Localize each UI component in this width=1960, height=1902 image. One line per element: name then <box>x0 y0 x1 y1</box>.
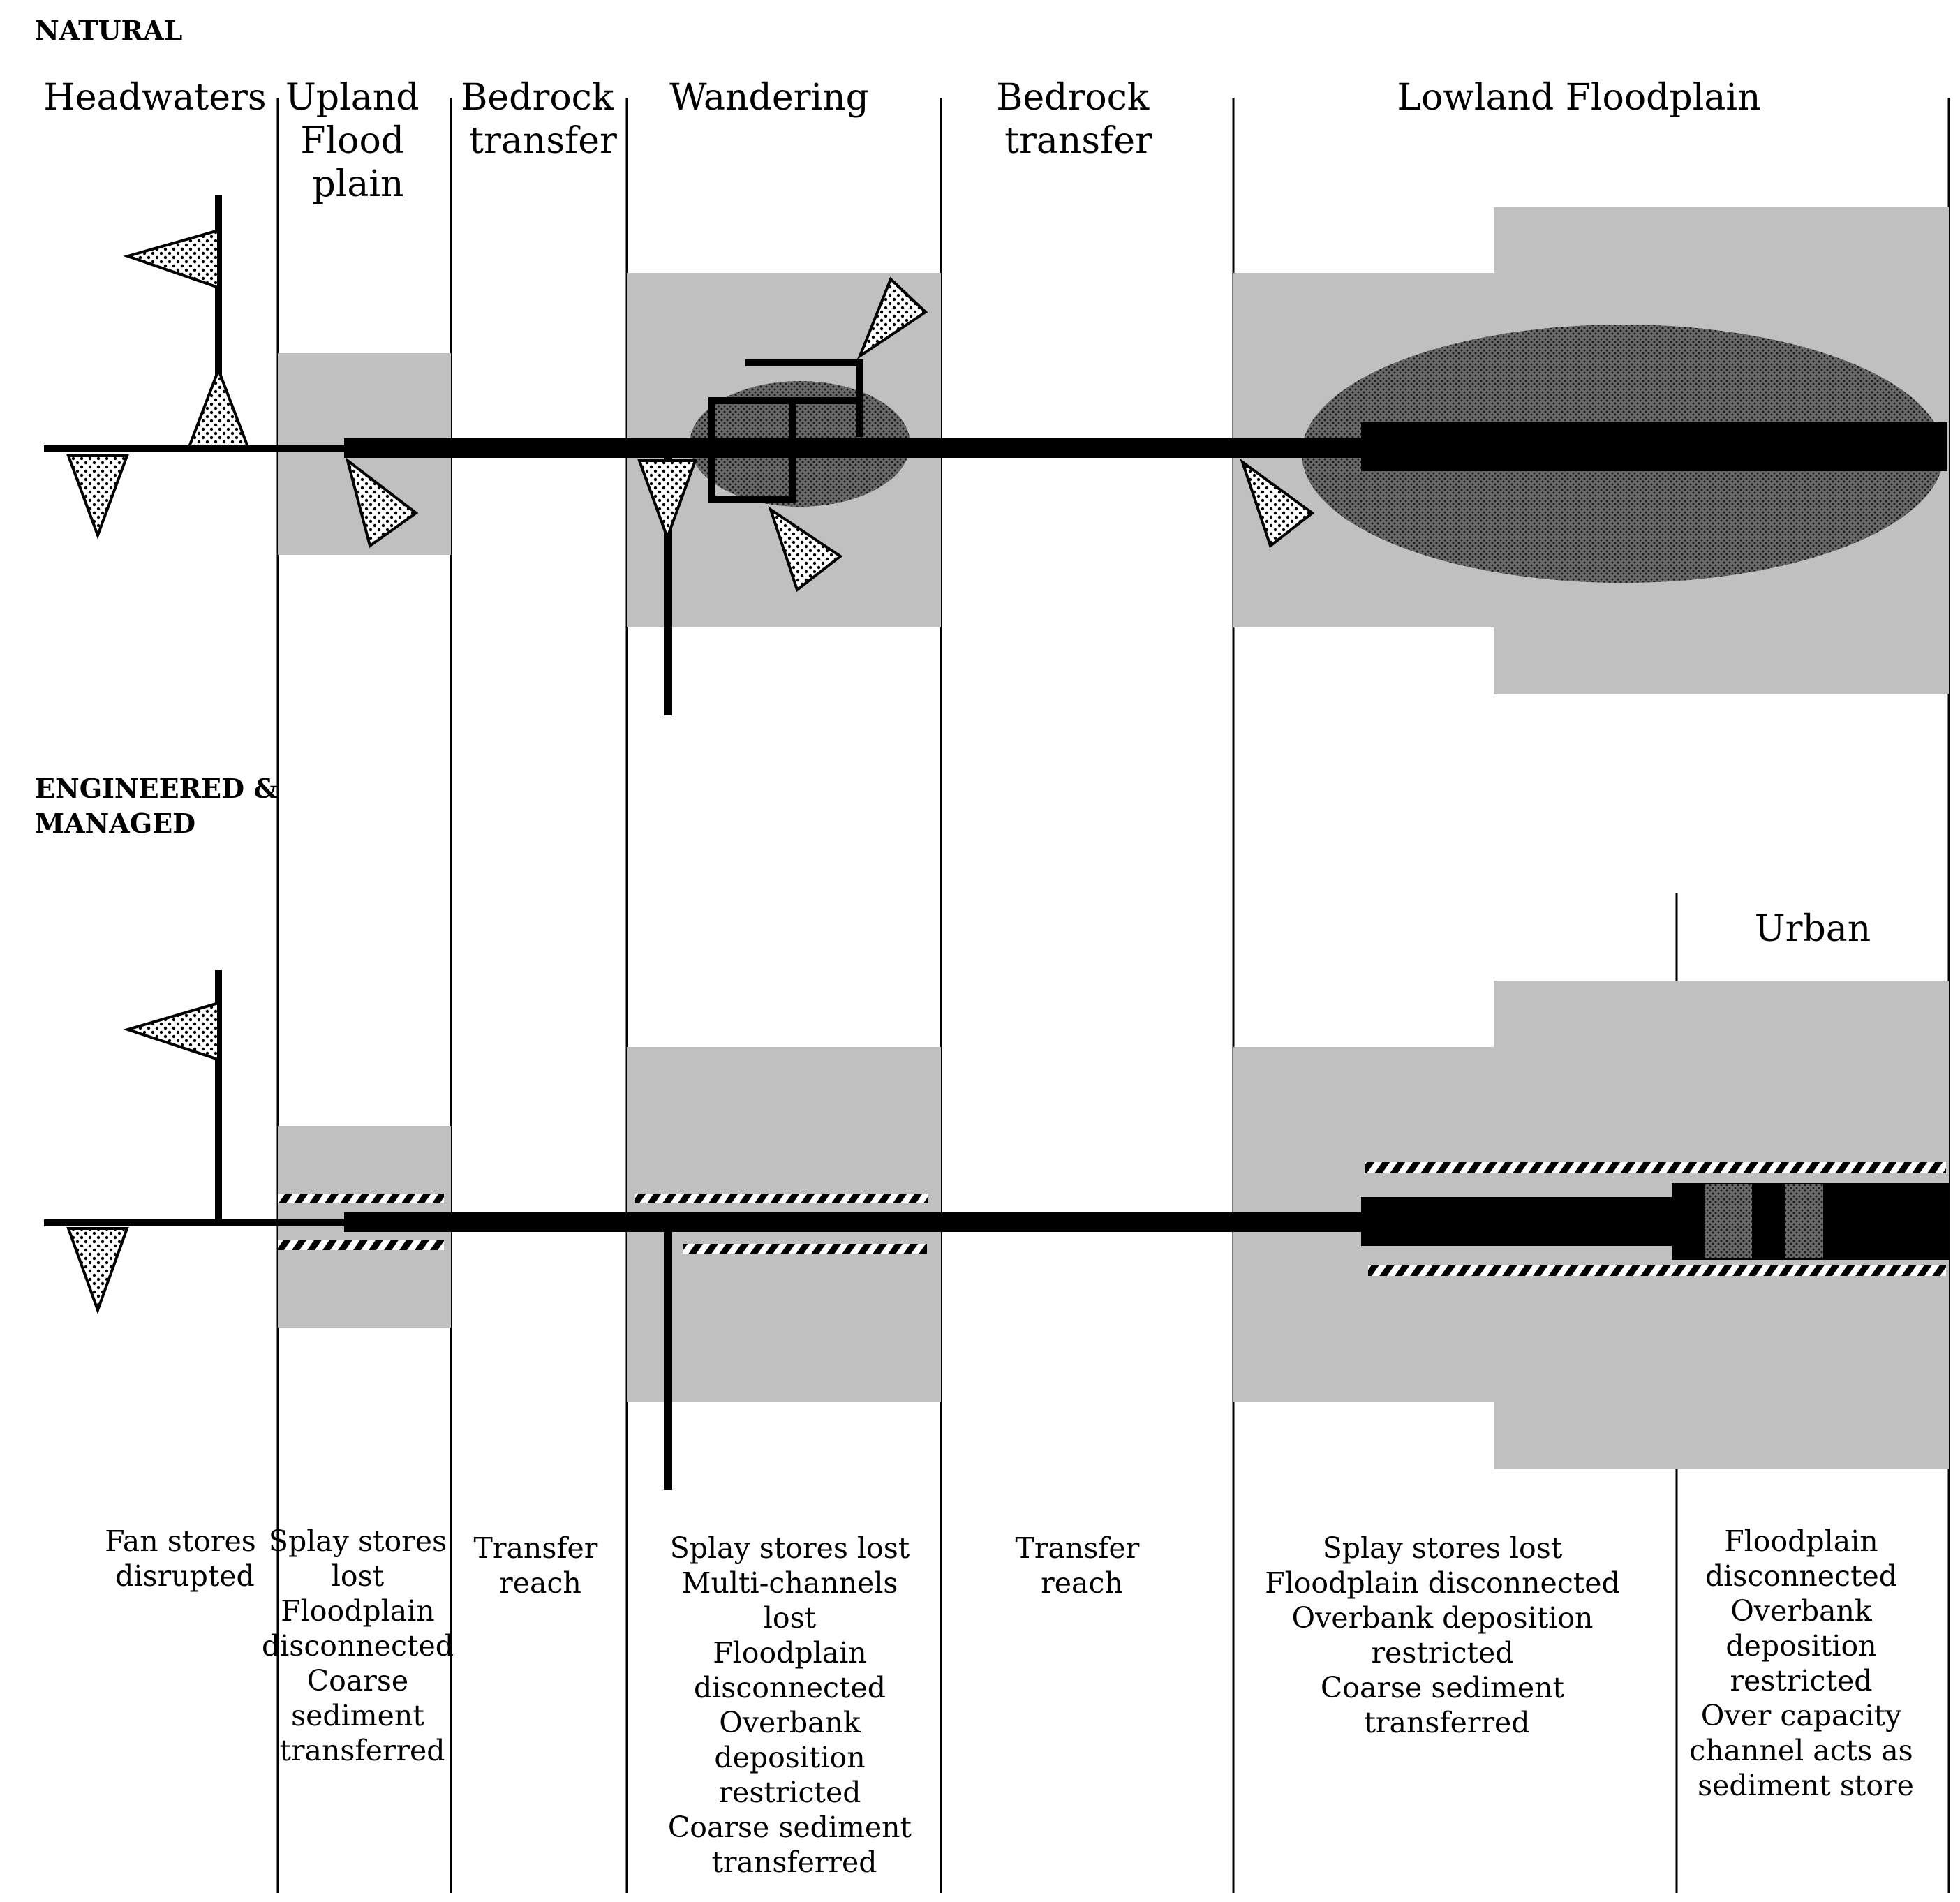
embankment-upland-bottom <box>278 1240 444 1250</box>
zone-label-wandering: Wandering <box>669 77 869 119</box>
fan-cone <box>187 366 250 448</box>
engineered-sediment-stores <box>66 1001 220 1314</box>
zone-notes: Fan stores disrupted Splay stores lost F… <box>105 1524 1922 1879</box>
zone-label-lowland: Lowland Floodplain <box>1397 77 1761 119</box>
note-upland: Splay stores lost Floodplain disconnecte… <box>262 1524 463 1767</box>
zone-label-upland: Upland Flood plain <box>285 77 431 205</box>
headwater-tributary <box>215 195 222 450</box>
note-bedrock-2: Transfer reach <box>1016 1531 1149 1600</box>
zone-label-bedrock-1: Bedrock transfer <box>461 77 625 162</box>
note-urban: Floodplain disconnected Overbank deposit… <box>1689 1524 1922 1802</box>
eng-headwater-tributary <box>215 970 222 1223</box>
urban-sediment-bands <box>1705 1184 1823 1258</box>
natural-channel <box>44 195 1947 715</box>
eng-headwater-channel <box>44 1219 351 1226</box>
zone-label-bedrock-2: Bedrock transfer <box>996 77 1161 162</box>
zone-label-headwaters: Headwaters <box>43 77 266 119</box>
fan-flag-upper <box>123 228 220 290</box>
headwater-channel <box>44 445 351 452</box>
eng-wandering-tributary <box>664 1228 672 1490</box>
lowland-splay-store <box>1240 458 1315 549</box>
note-lowland: Splay stores lost Floodplain disconnecte… <box>1265 1531 1629 1739</box>
eng-headwater-fan-store <box>66 1227 129 1314</box>
zone-headers: Headwaters Upland Flood plain Bedrock tr… <box>43 77 1871 950</box>
eng-main-channel <box>344 1212 1363 1232</box>
embankment-wandering-bottom <box>683 1244 927 1254</box>
embankment-lowland-bottom <box>1368 1265 1946 1276</box>
note-bedrock-1: Transfer reach <box>474 1531 607 1600</box>
upland-splay-store <box>345 456 419 549</box>
eng-lowland-channel <box>1361 1197 1675 1246</box>
note-wandering: Splay stores lost Multi-channels lost Fl… <box>668 1531 921 1879</box>
embankment-wandering-top <box>635 1194 928 1203</box>
headwater-fan-store <box>66 454 129 540</box>
lowland-channel <box>1361 422 1947 471</box>
engineered-section-label: ENGINEERED & MANAGED <box>35 773 287 839</box>
flood-embankments <box>278 1162 1946 1276</box>
embankment-upland-top <box>278 1194 444 1203</box>
natural-section-label: NATURAL <box>35 15 182 46</box>
wandering-splay-store-upper <box>856 276 928 360</box>
note-headwaters: Fan stores disrupted <box>105 1524 265 1593</box>
zone-label-urban: Urban <box>1755 908 1871 950</box>
wandering-multi-channels <box>708 359 863 503</box>
wandering-fan-store <box>637 459 697 542</box>
natural-sediment-stores <box>66 228 1315 593</box>
embankment-lowland-top <box>1365 1162 1946 1173</box>
main-channel <box>344 438 1363 458</box>
wandering-splay-store-lower <box>768 506 843 593</box>
eng-fan-flag <box>123 1001 220 1062</box>
